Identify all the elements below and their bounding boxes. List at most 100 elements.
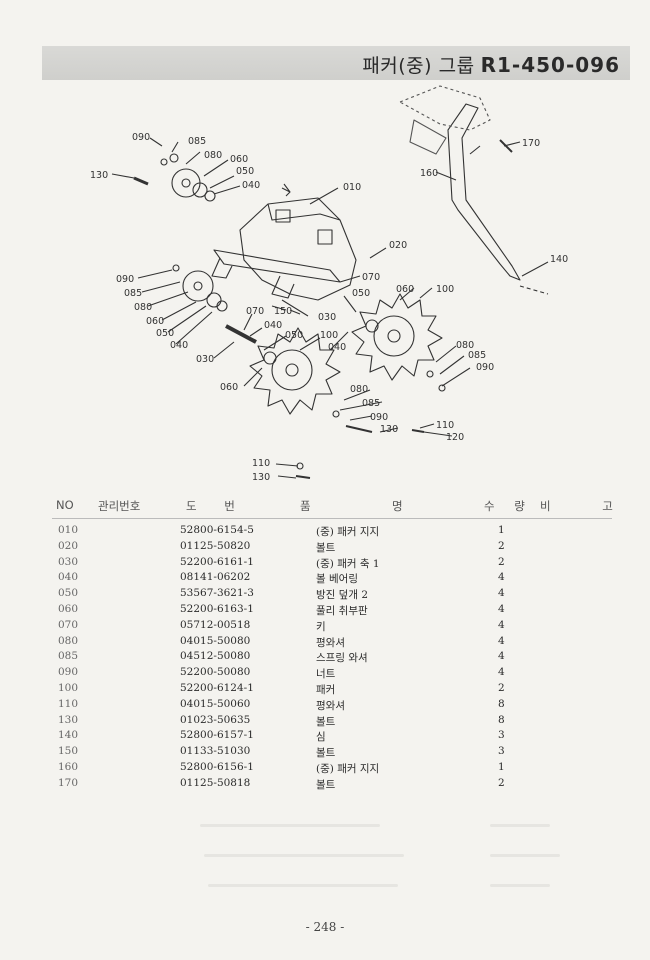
row-name: (중) 패커 지지 [316,526,380,538]
row-part-number: 52800-6157-1 [180,729,254,742]
row-no: 130 [58,713,79,726]
row-qty: 2 [498,555,505,568]
exploded-parts-diagram: 090 085 080 060 050 040 130 010 020 070 … [0,80,650,490]
callout-090-d: 090 [476,362,494,373]
table-row: 070 05712-00518 키 4 [0,619,650,635]
header-name-1: 품 [300,499,311,513]
callout-030-b: 030 [196,354,214,365]
header-name-2: 명 [392,499,403,513]
callout-040-b: 040 [328,342,346,353]
row-no: 020 [58,539,79,552]
row-name: 볼트 [316,541,336,554]
row-qty: 1 [498,760,505,773]
table-row: 050 53567-3621-3 방진 덮개 2 4 [0,587,650,603]
callout-160: 160 [420,168,438,179]
callout-030-a: 030 [318,312,336,323]
callout-130-c: 130 [252,472,270,483]
row-no: 170 [58,776,79,789]
row-name: 평와셔 [316,699,345,712]
row-qty: 8 [498,697,505,710]
callout-070-a: 070 [362,272,380,283]
row-qty: 2 [498,776,505,789]
table-row: 085 04512-50080 스프링 와셔 4 [0,650,650,666]
header-no: NO [56,498,74,512]
page-number: - 248 - [305,920,345,934]
row-qty: 4 [498,650,505,663]
packer-support-plate [239,197,357,301]
row-part-number: 53567-3621-3 [180,587,254,600]
callout-085-a: 085 [188,136,206,147]
row-name: 패커 [316,683,336,696]
row-name: 방진 덮개 2 [316,589,368,602]
row-qty: 1 [498,524,505,536]
row-name: 볼트 [316,778,336,791]
row-qty: 4 [498,634,505,647]
row-no: 010 [58,524,79,536]
row-qty: 4 [498,618,505,631]
callout-050-a: 050 [236,166,254,177]
callout-140: 140 [550,254,568,265]
header-quantity: 수 량 [484,499,533,513]
callout-060-a: 060 [230,154,248,165]
callout-150: 150 [274,306,292,317]
row-no: 100 [58,681,79,694]
row-name: 볼트 [316,715,336,728]
callout-050-b: 050 [352,288,370,299]
row-part-number: 52200-6163-1 [180,602,254,615]
callout-130-b: 130 [380,424,398,435]
packer-shaft-beam [213,249,341,283]
row-name: 볼 베어링 [316,573,358,586]
row-no: 150 [58,745,79,758]
callout-020: 020 [389,240,407,251]
row-qty: 3 [498,729,505,742]
row-no: 110 [58,697,79,710]
header-remarks: 비 고 [540,499,637,513]
row-no: 070 [58,618,79,631]
callout-090-a: 090 [132,132,150,143]
callout-085-c: 085 [124,288,142,299]
row-name: 스프링 와셔 [316,652,368,665]
callout-060-c: 060 [146,316,164,327]
row-part-number: 52200-6124-1 [180,681,254,694]
group-code: R1-450-096 [480,53,620,77]
row-part-number: 04512-50080 [180,650,251,663]
row-no: 085 [58,650,79,663]
header-management-number: 관리번호 [98,499,141,513]
callout-100-b: 100 [320,330,338,341]
callout-130-a: 130 [90,170,108,181]
row-part-number: 52800-6154-5 [180,524,254,536]
row-name: 풀리 취부판 [316,604,368,617]
callout-110-a: 110 [436,420,454,431]
row-no: 080 [58,634,79,647]
callout-010: 010 [343,182,361,193]
header-divider [52,518,612,519]
row-name: (중) 패커 지지 [316,762,380,775]
row-part-number: 52200-6161-1 [180,555,254,568]
row-qty: 2 [498,539,505,552]
row-name: 키 [316,620,326,633]
row-name: 평와셔 [316,636,345,649]
callout-080-c: 080 [134,302,152,313]
callout-100-a: 100 [436,284,454,295]
callout-080-d: 080 [456,340,474,351]
row-part-number: 05712-00518 [180,618,251,631]
row-qty: 4 [498,587,505,600]
row-name: 볼트 [316,747,336,760]
row-no: 160 [58,760,79,773]
row-qty: 3 [498,745,505,758]
callout-040-c: 040 [170,340,188,351]
row-no: 060 [58,602,79,615]
header-part-number: 도 번 [186,499,247,513]
row-no: 050 [58,587,79,600]
